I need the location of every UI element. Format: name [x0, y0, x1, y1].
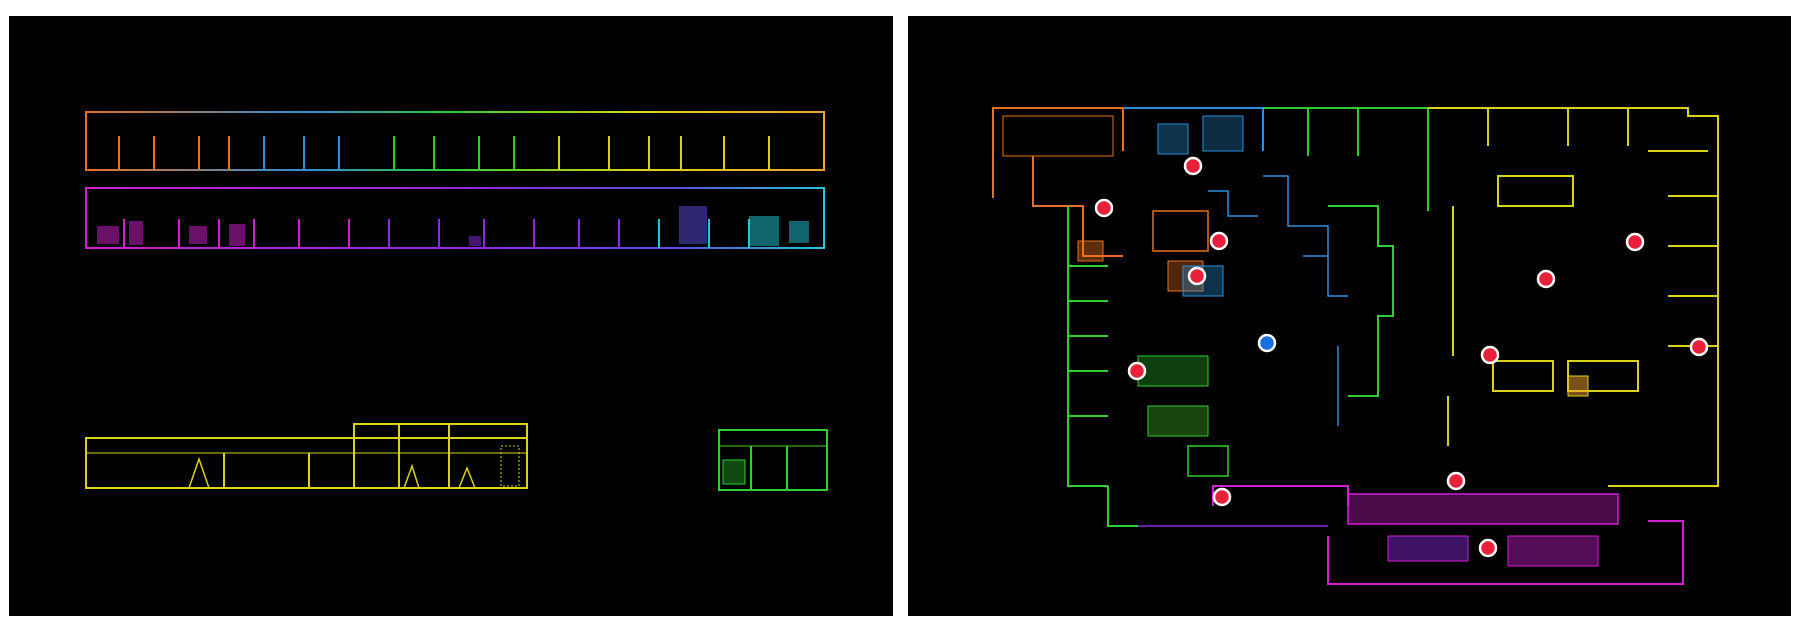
current-position-marker[interactable] [1257, 333, 1277, 353]
floor-strips-map [85, 111, 828, 491]
scan-clutter [97, 226, 119, 244]
scan-clutter [469, 236, 481, 246]
poi-marker[interactable] [1212, 487, 1232, 507]
poi-marker[interactable] [1183, 156, 1203, 176]
floor-strip-2-walls [123, 219, 750, 248]
scan-clutter [229, 224, 245, 246]
poi-marker[interactable] [1536, 269, 1556, 289]
poi-marker[interactable] [1094, 198, 1114, 218]
poi-marker[interactable] [1446, 471, 1466, 491]
scan-clutter [189, 226, 207, 244]
poi-marker[interactable] [1209, 231, 1229, 251]
poi-marker[interactable] [1480, 345, 1500, 365]
poi-marker[interactable] [1625, 232, 1645, 252]
floor-strip-3 [85, 423, 528, 489]
poi-marker[interactable] [1689, 337, 1709, 357]
poi-markers [1094, 156, 1709, 558]
multi-floor-scan-view [9, 16, 893, 616]
poi-marker[interactable] [1187, 266, 1207, 286]
scan-clutter [749, 216, 779, 246]
poi-marker[interactable] [1127, 361, 1147, 381]
floorplan-map [992, 107, 1719, 585]
poi-marker[interactable] [1478, 538, 1498, 558]
floor-strip-2-clutter [97, 206, 809, 246]
region-magenta [1138, 485, 1684, 585]
floor-strip-1 [85, 111, 825, 171]
region-green [1067, 107, 1429, 527]
scan-clutter [679, 206, 707, 244]
scan-clutter [789, 221, 809, 243]
region-yellow [1428, 107, 1719, 487]
merged-floorplan-view [908, 16, 1791, 616]
floor-strip-1-walls [118, 136, 770, 170]
floor-strip-4 [718, 429, 828, 491]
scan-clutter [129, 221, 143, 245]
